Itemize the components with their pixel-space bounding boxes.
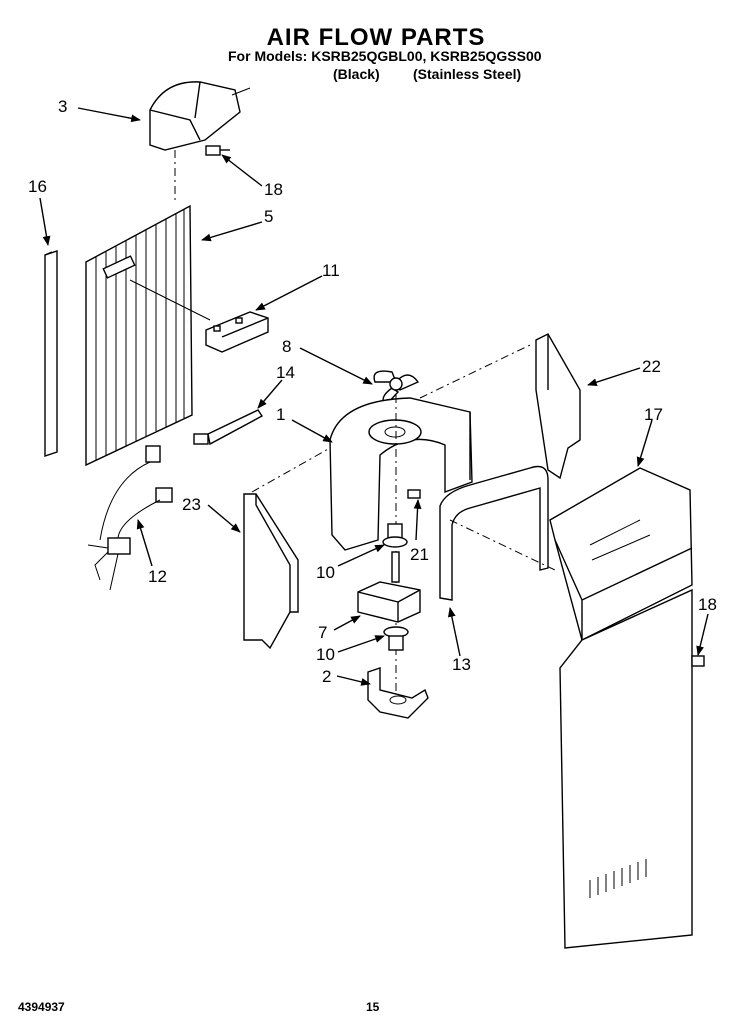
callout-3: 3	[58, 97, 67, 116]
callout-18-top: 18	[264, 180, 283, 199]
callout-5: 5	[264, 207, 273, 226]
callout-22: 22	[642, 357, 661, 376]
page-title: AIR FLOW PARTS	[266, 24, 486, 51]
part-10-grommet-lower	[383, 626, 409, 651]
ribs	[95, 209, 185, 460]
callout-17: 17	[644, 405, 663, 424]
callout-21: 21	[410, 545, 429, 564]
variant-stainless: (Stainless Steel)	[413, 66, 522, 82]
callout-10-lower: 10	[316, 645, 335, 664]
callout-2: 2	[322, 667, 331, 686]
callout-numbers: 3 18 16 5 11 8 14 1 22 17 23 21 10 12 7 …	[28, 97, 717, 686]
callout-7: 7	[318, 623, 327, 642]
callout-13: 13	[452, 655, 471, 674]
variant-black: (Black)	[333, 66, 380, 82]
vent-slots	[589, 859, 647, 898]
callout-8: 8	[282, 337, 291, 356]
callout-18-right: 18	[698, 595, 717, 614]
page-number: 15	[366, 1000, 380, 1014]
part-18-screw-right	[691, 655, 705, 667]
part-17-rear-duct	[549, 467, 693, 949]
callout-16: 16	[28, 177, 47, 196]
part-3-duct-cover	[149, 81, 251, 200]
leader-lines	[39, 107, 709, 686]
part-13-air-channel	[439, 465, 556, 601]
callout-10-upper: 10	[316, 563, 335, 582]
part-18-screw-top	[205, 145, 230, 156]
callout-12: 12	[148, 567, 167, 586]
callout-14: 14	[276, 363, 295, 382]
part-22-right-baffle	[419, 333, 581, 480]
part-2-motor-bracket	[367, 667, 429, 719]
part-14-heater	[193, 409, 264, 446]
callout-23: 23	[182, 495, 201, 514]
callout-1: 1	[276, 405, 285, 424]
part-23-left-baffle	[243, 447, 331, 650]
part-5-evaporator-cover	[85, 204, 211, 467]
part-16-seal-strip	[44, 250, 58, 457]
part-21-screw	[407, 489, 421, 499]
part-11-thermistor-bracket	[205, 311, 269, 353]
callout-11: 11	[322, 261, 340, 280]
part-7-fan-motor	[357, 551, 421, 623]
part-10-grommet-upper	[382, 523, 408, 548]
model-numbers: For Models: KSRB25QGBL00, KSRB25QGSS00	[228, 48, 542, 64]
part-12-wire-harness	[87, 445, 173, 591]
document-number: 4394937	[18, 1000, 65, 1014]
